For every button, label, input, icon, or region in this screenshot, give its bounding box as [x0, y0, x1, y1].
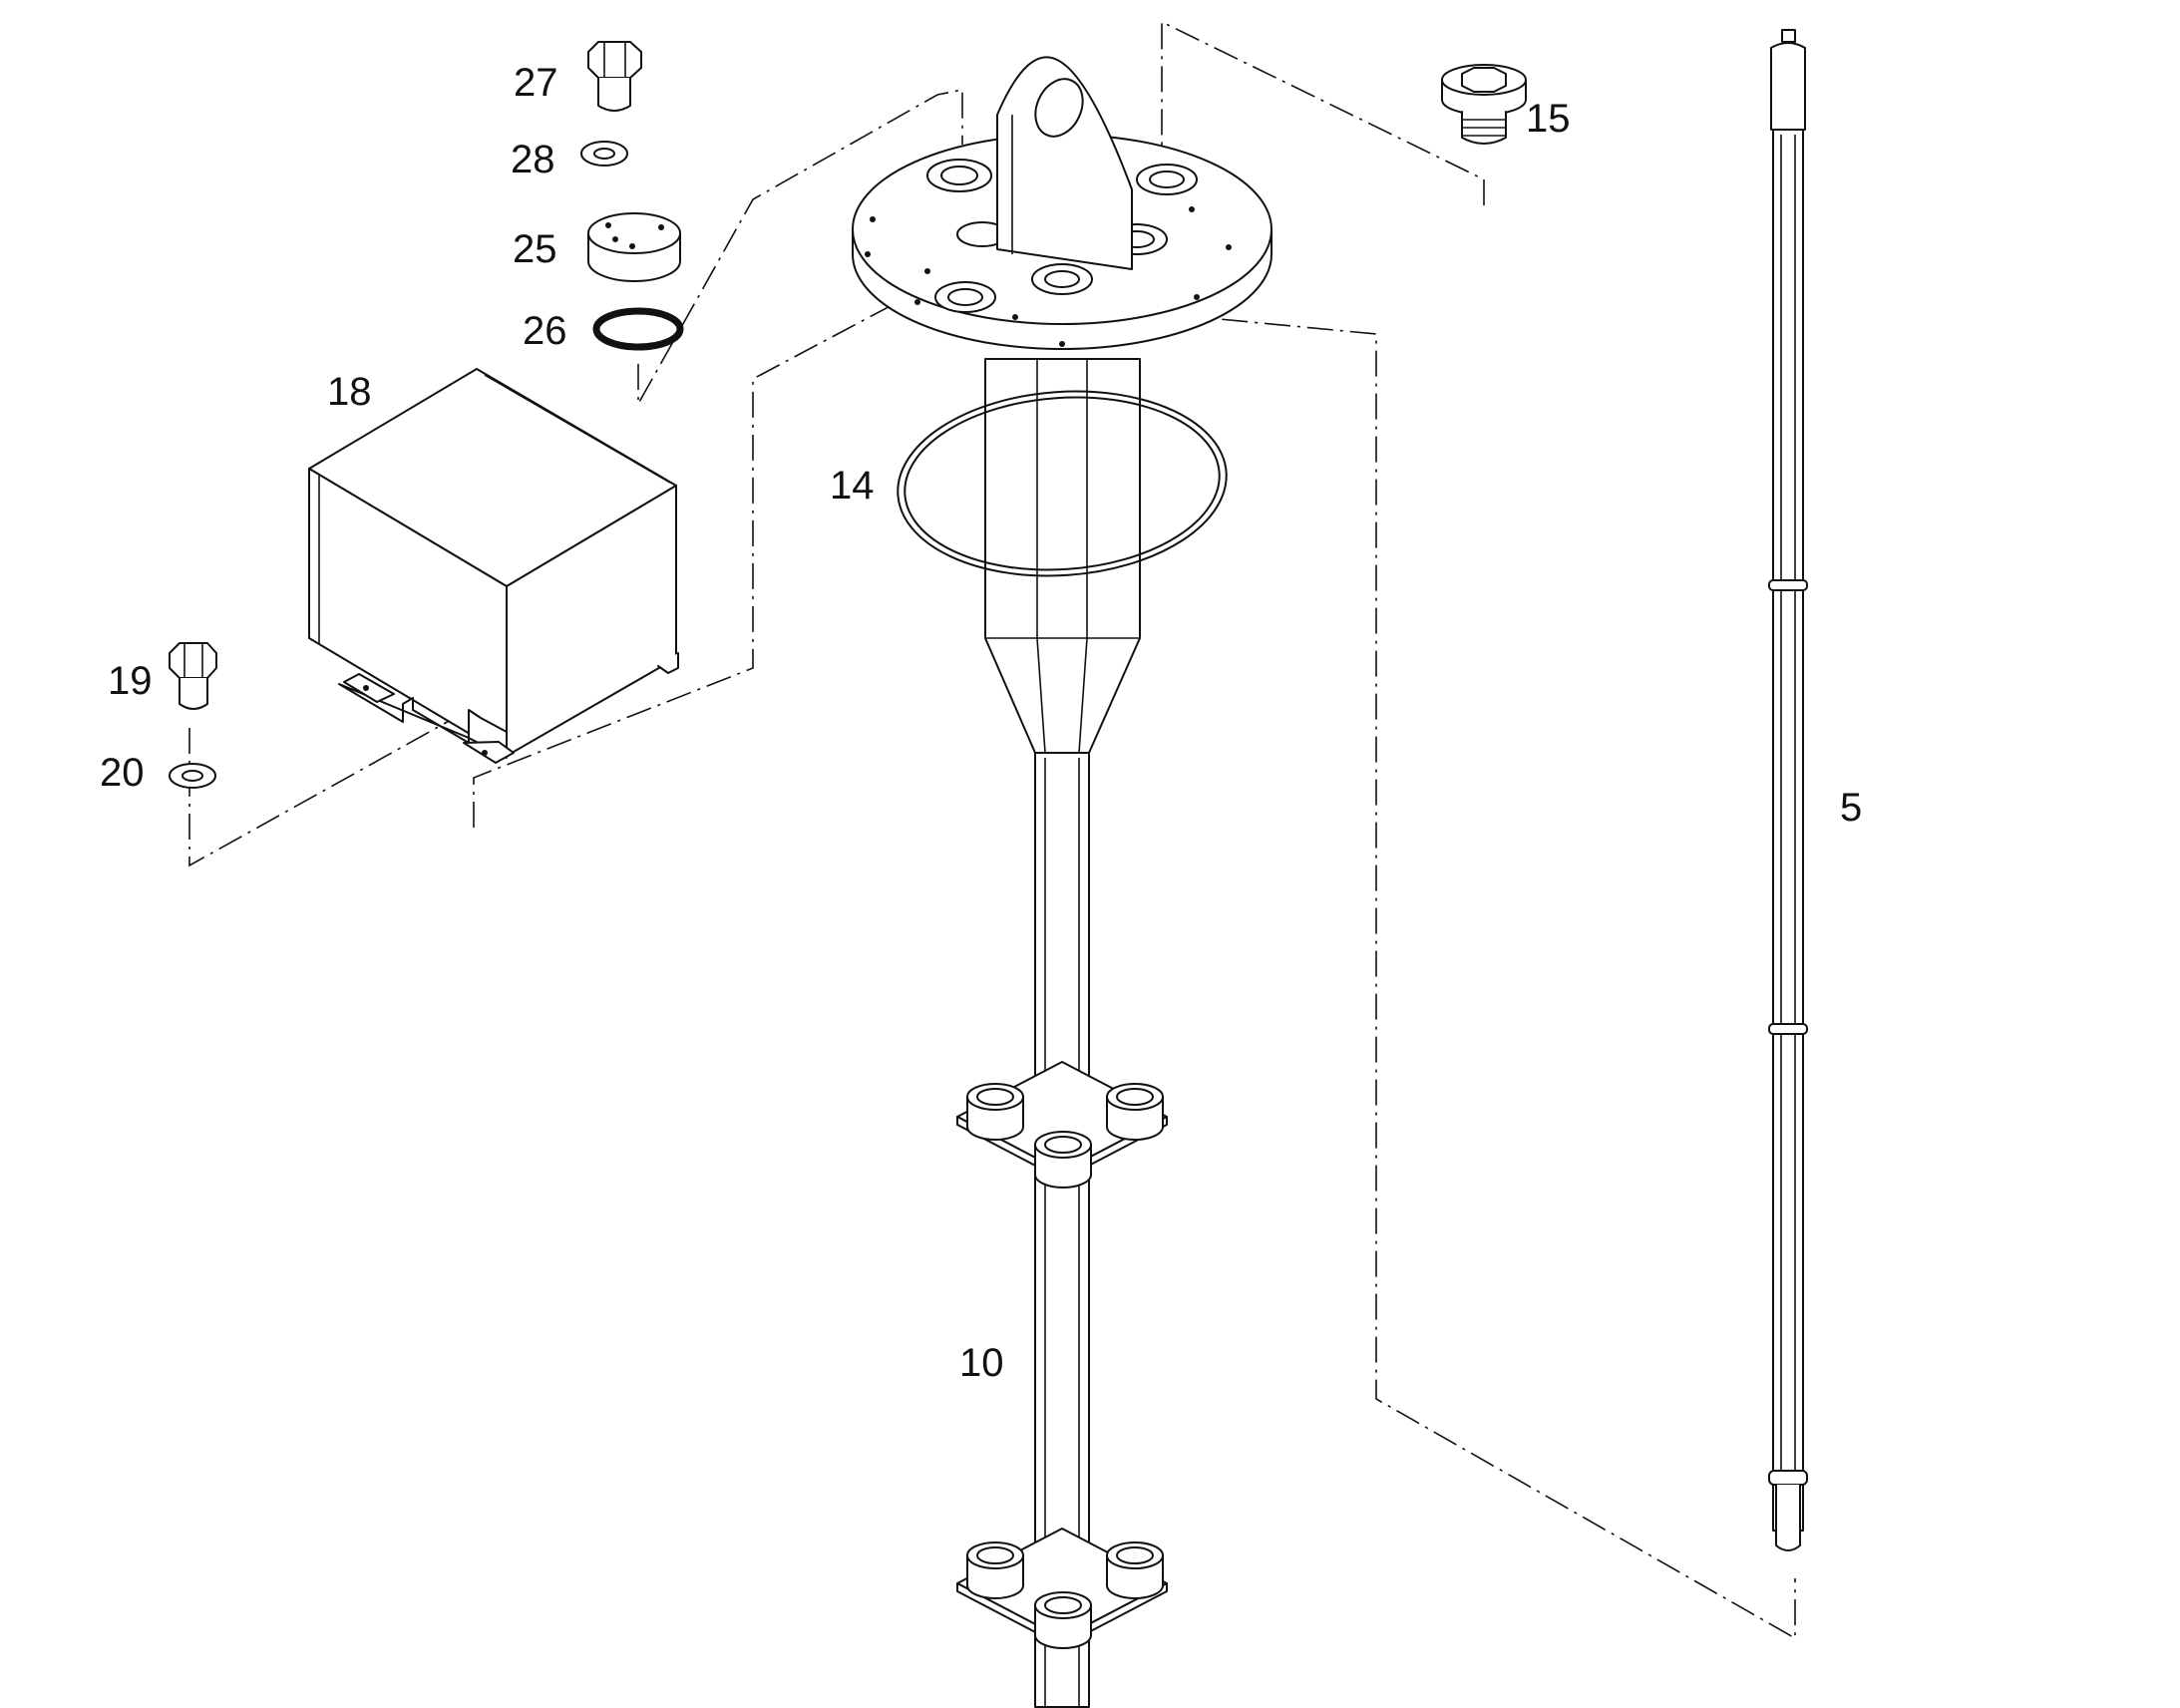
rod-5 [1768, 29, 1808, 1551]
box-cover-18 [308, 368, 679, 764]
callout-5: 5 [1840, 786, 1862, 830]
callout-19: 19 [108, 659, 153, 703]
lower-cup-bracket [956, 1528, 1168, 1649]
plug-15 [1441, 64, 1527, 145]
callout-10: 10 [959, 1341, 1004, 1385]
bolt-19 [169, 642, 217, 710]
callout-28: 28 [511, 138, 555, 181]
callout-27: 27 [514, 61, 558, 105]
washer-28 [580, 141, 628, 167]
callout-25: 25 [513, 227, 557, 271]
leader-plug-to-flange [1161, 20, 1485, 205]
o-ring-26 [592, 307, 684, 351]
callout-labels: 27 28 25 26 18 19 20 14 15 5 10 [100, 61, 1862, 1385]
callout-15: 15 [1526, 97, 1571, 141]
large-seal-14 [897, 390, 1228, 577]
bolt-27 [587, 41, 642, 112]
callout-14: 14 [830, 464, 875, 508]
column-assembly-10 [852, 56, 1272, 1708]
leader-cap-to-flange [637, 89, 963, 408]
washer-20 [169, 763, 216, 789]
flange-bosses [926, 159, 1198, 313]
callout-20: 20 [100, 751, 145, 795]
leader-flange-to-rod [1061, 165, 1796, 1640]
leader-bolt19-to-cover [188, 709, 470, 867]
callout-18: 18 [327, 370, 372, 414]
cap-25 [587, 212, 681, 282]
upper-cup-bracket [956, 1061, 1168, 1189]
callout-26: 26 [523, 309, 567, 353]
leader-cover-to-flange [473, 237, 1008, 828]
